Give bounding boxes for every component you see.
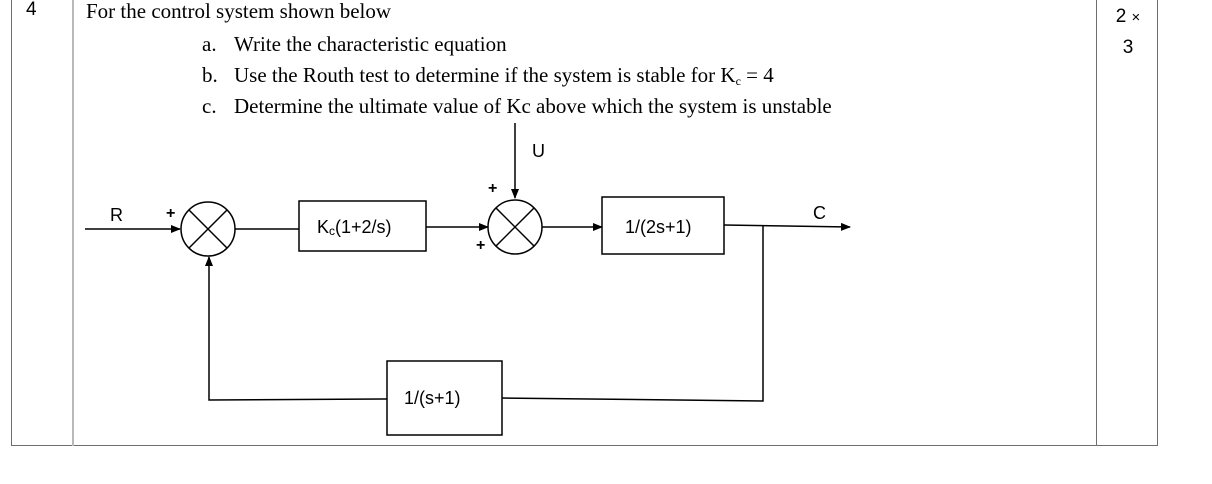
- question-intro: For the control system shown below: [86, 0, 392, 23]
- summer1-plus-sign: +: [166, 205, 175, 222]
- input-label: R: [110, 205, 123, 225]
- part-b: b. Use the Routh test to determine if the…: [202, 60, 832, 91]
- feedback-path-right: [501, 226, 764, 402]
- part-a: a. Write the characteristic equation: [202, 29, 832, 60]
- part-text: Use the Routh test to determine if the s…: [234, 63, 736, 87]
- feedback-path-left: [205, 256, 388, 401]
- column-divider-number: [72, 0, 74, 446]
- part-text-end: = 4: [740, 63, 774, 87]
- marks-multiplier: 3: [1122, 37, 1134, 58]
- times-sign: ×: [1131, 9, 1141, 26]
- feedback-label: 1/(s+1): [404, 388, 461, 408]
- question-number: 4: [26, 0, 37, 20]
- summer2-left-plus-sign: +: [476, 237, 485, 254]
- summing-junction-2: [487, 199, 543, 255]
- summer2-top-plus-sign: +: [488, 180, 497, 197]
- disturbance-label: U: [532, 141, 545, 161]
- question-table: [11, 0, 1158, 446]
- subscript: c: [735, 74, 741, 88]
- part-c: c. Determine the ultimate value of Kc abo…: [202, 91, 832, 122]
- marks-value: 2: [1115, 6, 1127, 27]
- summing-junction-1: [180, 201, 236, 257]
- part-text: Determine the ultimate value of Kc above…: [234, 94, 832, 118]
- controller-block: [298, 200, 427, 252]
- part-label: c.: [202, 94, 217, 118]
- output-label: C: [813, 203, 826, 223]
- column-divider-marks: [1096, 0, 1097, 446]
- part-label: a.: [202, 32, 217, 56]
- output-signal-line: [723, 222, 851, 231]
- controller-label: Kc(1+2/s): [317, 217, 392, 238]
- question-parts: a. Write the characteristic equation b. Us…: [202, 29, 832, 122]
- process-label: 1/(2s+1): [625, 217, 692, 237]
- part-label: b.: [202, 63, 218, 87]
- part-text: Write the characteristic equation: [234, 32, 507, 56]
- marks-cell: 2 × 3: [1108, 2, 1148, 63]
- feedback-block: [386, 360, 503, 436]
